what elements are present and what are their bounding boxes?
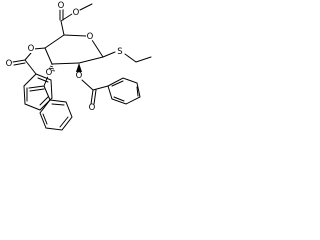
bond-c2-c3 — [51, 62, 80, 65]
atom-ester-carbonyl-o: O — [57, 1, 65, 11]
benzene-ring-2-double-b — [59, 116, 69, 128]
wedge-bond-c2-o2 — [76, 63, 82, 72]
bond-o4-acyl — [24, 52, 32, 61]
bond-acyl-o-carbonyl — [12, 59, 26, 63]
bond-c5-c6 — [60, 20, 65, 36]
benzene-ring-1-double-b — [39, 96, 49, 106]
benzene-ring-3-double-a — [111, 80, 124, 87]
atom-ester-methoxy-o: O — [72, 8, 80, 18]
benzene-ring-1 — [23, 73, 53, 111]
svg-text:O: O — [89, 103, 96, 113]
bond-c1-s — [102, 51, 116, 58]
svg-text:O: O — [28, 44, 35, 54]
bond-c4-o4 — [33, 47, 46, 50]
benzene-ring-3 — [107, 77, 141, 105]
svg-text:S: S — [117, 47, 122, 57]
svg-text:O: O — [6, 59, 13, 69]
bond-o2-carbonyl-o-double — [93, 89, 97, 105]
bond-o3-carbonyl-ring — [43, 85, 51, 101]
bond-o5-c1 — [91, 39, 104, 58]
bond-o2-carbonyl-ring — [92, 85, 109, 91]
bond-acyl-ring — [24, 59, 37, 75]
bond-ch2-ch3 — [135, 56, 152, 63]
structure-canvas: O O O S O O O O O — [0, 0, 156, 135]
svg-text:O: O — [87, 32, 94, 42]
benzene-ring-2 — [39, 99, 73, 131]
bond-o2-carbonyl-o — [90, 89, 94, 105]
benzene-ring-3-double-c — [113, 96, 125, 102]
svg-text:O: O — [73, 8, 80, 18]
bond-c6-o-methoxy — [60, 13, 73, 22]
atom-o2-carbonyl: O — [88, 103, 96, 113]
chemical-structure: O O O S O O O O O — [5, 1, 152, 131]
benzene-ring-3-double-b — [136, 86, 139, 97]
bond-c1-c2 — [78, 56, 104, 64]
bond-c3-c4 — [44, 47, 53, 65]
bond-c4-c5 — [44, 34, 65, 49]
svg-text:O: O — [46, 68, 53, 78]
bond-c5-o5 — [63, 34, 87, 37]
atom-o3-carbonyl: O — [5, 59, 13, 69]
bond-o2-carbonyl — [81, 79, 94, 91]
bond-o3-carbonyl-o-double — [29, 88, 45, 92]
bond-acyl-o-carbonyl-double — [13, 62, 26, 66]
benzene-ring-2-double-c — [42, 113, 48, 125]
atom-o3: O — [45, 68, 53, 78]
svg-text:O: O — [58, 1, 65, 11]
bond-s-ch2 — [124, 53, 137, 63]
benzene-ring-1-double-a — [37, 77, 49, 83]
bond-o-methyl — [79, 3, 93, 11]
atom-o2: O — [75, 71, 83, 81]
bond-o3-carbonyl-o — [28, 85, 45, 89]
benzene-ring-2-double-a — [51, 103, 65, 106]
svg-text:O: O — [76, 71, 83, 81]
atom-o4: O — [27, 44, 35, 54]
atom-ring-o: O — [86, 32, 94, 42]
atom-thio-s: S — [116, 47, 124, 57]
